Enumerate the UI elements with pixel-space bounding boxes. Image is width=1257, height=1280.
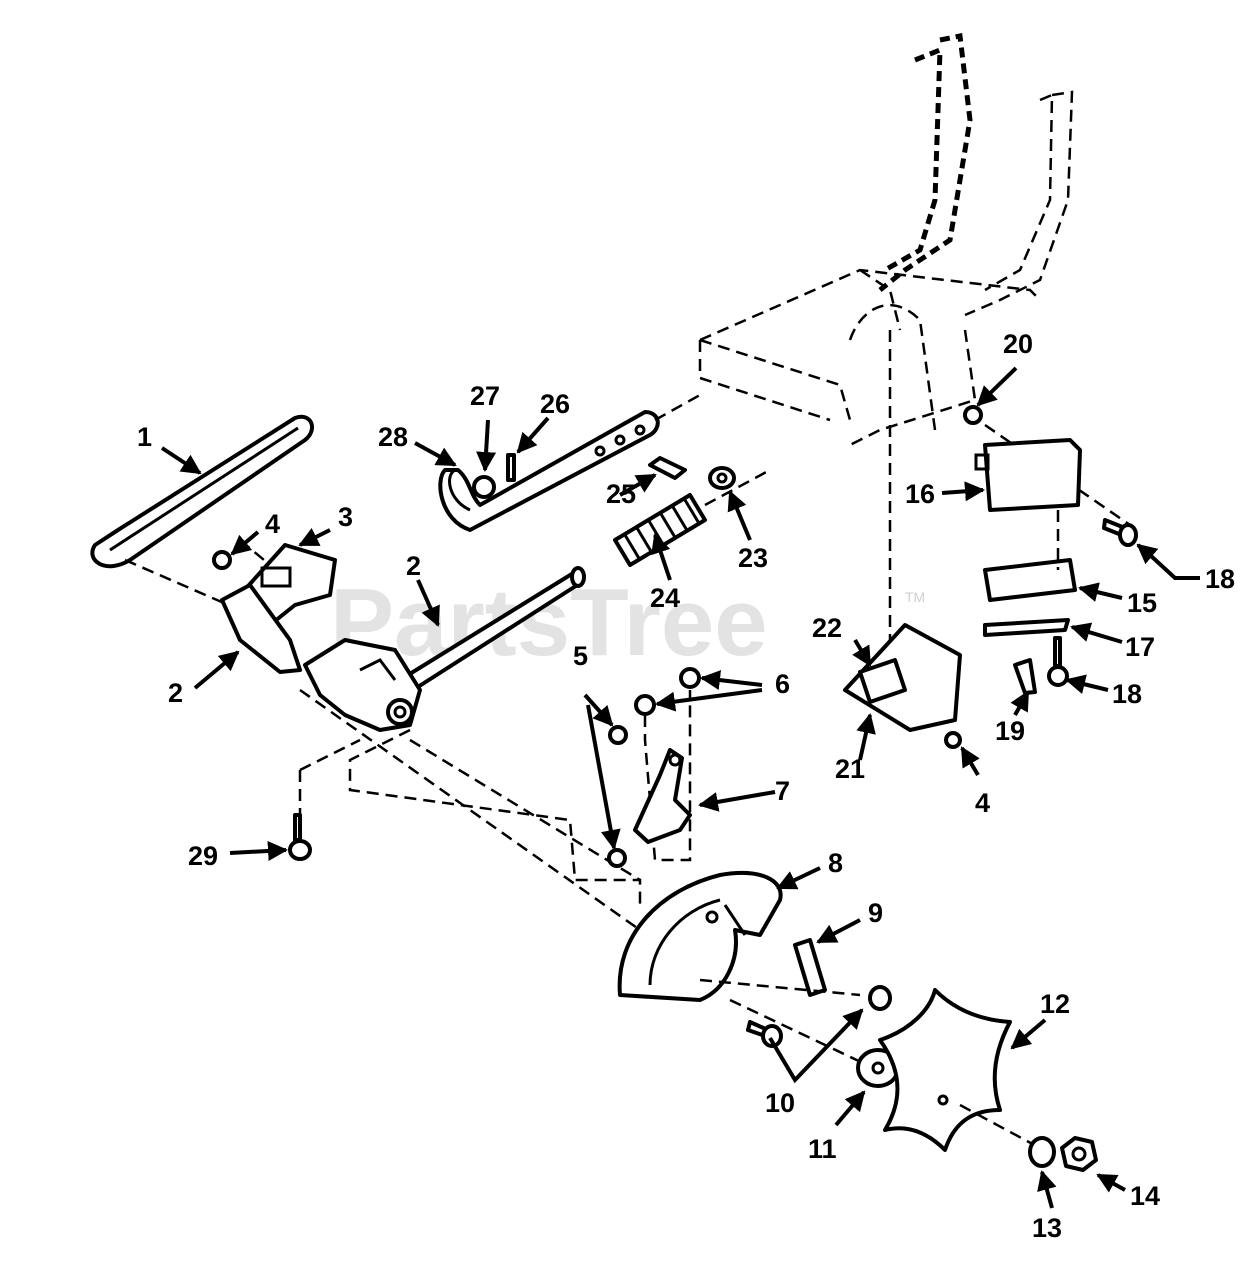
hitch-bar-part [438, 410, 660, 532]
callout-5: 5 [573, 641, 588, 671]
callout-17: 17 [1125, 632, 1155, 662]
bracket-part-16 [974, 438, 1082, 512]
watermark-trademark: TM [905, 589, 925, 605]
nut-part-20 [963, 405, 983, 425]
callout-9: 9 [868, 898, 883, 928]
callout-18-upper: 18 [1205, 564, 1235, 594]
hub-housing-part [303, 638, 422, 732]
callout-23: 23 [738, 543, 768, 573]
callout-2-shaft: 2 [406, 551, 421, 581]
bolt-part-29 [288, 813, 312, 861]
callout-12: 12 [1040, 989, 1070, 1019]
callout-28: 28 [378, 422, 408, 452]
lock-washer-part-13 [1028, 1136, 1056, 1168]
bolt-part-18-upper [1102, 518, 1138, 547]
nut-part-6-right [679, 667, 701, 689]
callout-4-right: 4 [975, 788, 990, 818]
washer-part-23 [708, 466, 736, 490]
plate-part-22 [858, 658, 907, 704]
callout-18-lower: 18 [1112, 679, 1142, 709]
nut-part-6-left [634, 694, 656, 716]
callout-7: 7 [775, 776, 790, 806]
screw-part-4-right [944, 731, 962, 749]
callout-13: 13 [1032, 1213, 1062, 1243]
bolt-part-10-upper [868, 985, 892, 1011]
callout-10: 10 [765, 1088, 795, 1118]
callout-15: 15 [1127, 588, 1157, 618]
callout-11: 11 [808, 1134, 837, 1164]
callout-26: 26 [540, 389, 570, 419]
pin-part-26 [506, 453, 516, 482]
washer-part-11 [856, 1048, 900, 1088]
leader-arrows [160, 366, 1200, 1209]
callout-25: 25 [606, 479, 636, 509]
callout-22: 22 [812, 613, 842, 643]
screw-part-4-left [212, 550, 232, 570]
callout-19: 19 [995, 716, 1025, 746]
callout-2-bracket: 2 [168, 678, 183, 708]
bracket-part [220, 583, 302, 674]
bracket-part-7 [633, 748, 692, 844]
clip-part-25 [648, 456, 687, 480]
callout-8: 8 [828, 848, 843, 878]
bolt-part-10-lower [746, 1020, 783, 1048]
callout-20: 20 [1003, 329, 1033, 359]
callout-21: 21 [835, 754, 865, 784]
bolt-part-18-lower [1047, 636, 1069, 687]
nut-part-5-upper [608, 725, 628, 745]
nut-part-5-lower [607, 848, 627, 868]
callout-1: 1 [137, 422, 152, 452]
callout-29: 29 [188, 841, 218, 871]
frame-handle-assembly [698, 33, 1074, 640]
tine-shield-part-8 [617, 870, 783, 1002]
callout-27: 27 [470, 381, 500, 411]
pin-part-19 [1013, 658, 1037, 695]
plate-part-15 [983, 558, 1077, 602]
nut-part-14 [1060, 1136, 1098, 1172]
callout-6: 6 [775, 669, 790, 699]
callout-24: 24 [650, 583, 680, 613]
callout-3: 3 [338, 502, 353, 532]
washer-part-27 [472, 475, 496, 499]
callout-14: 14 [1130, 1181, 1160, 1211]
strip-part-17 [983, 618, 1070, 637]
callout-labels: 1 2 2 3 4 4 5 6 7 8 9 10 11 12 13 14 15 … [137, 329, 1235, 1243]
callout-16: 16 [905, 479, 935, 509]
callout-4-left: 4 [265, 509, 280, 539]
belt-part [90, 414, 315, 569]
clip-part-9 [793, 938, 827, 997]
tine-part-12 [878, 988, 1012, 1152]
